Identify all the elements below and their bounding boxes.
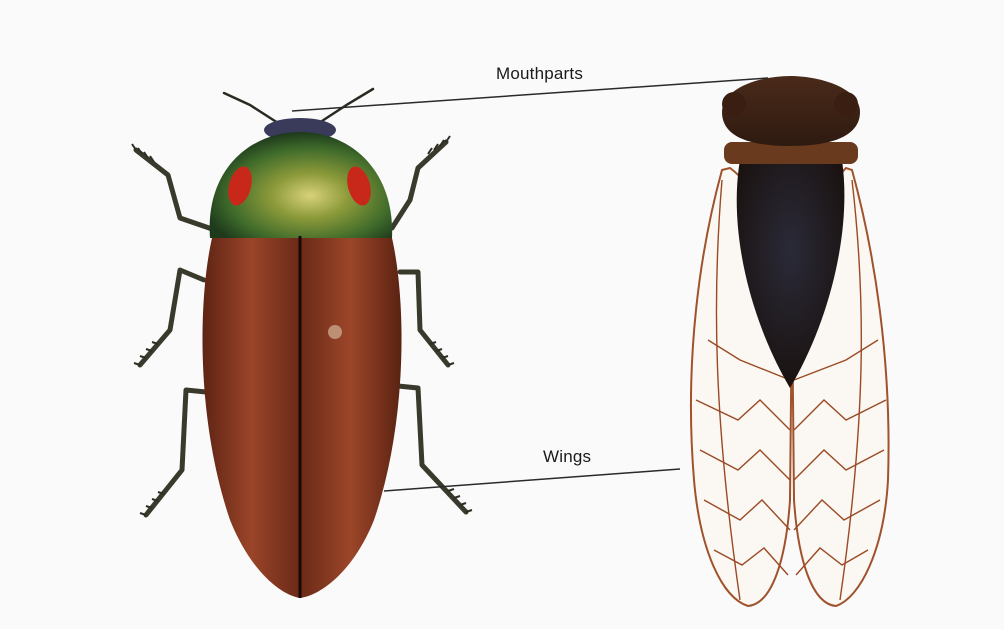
- jewel-beetle: [132, 89, 472, 598]
- cicada-eye-right: [834, 92, 858, 116]
- cicada: [691, 76, 889, 606]
- mouthparts-label: Mouthparts: [496, 64, 583, 84]
- beetle-antennae: [224, 89, 373, 123]
- beetle-elytron-left: [202, 238, 300, 598]
- wings-label: Wings: [543, 447, 591, 467]
- beetle-elytron-right: [300, 238, 402, 598]
- cicada-eye-left: [722, 92, 746, 116]
